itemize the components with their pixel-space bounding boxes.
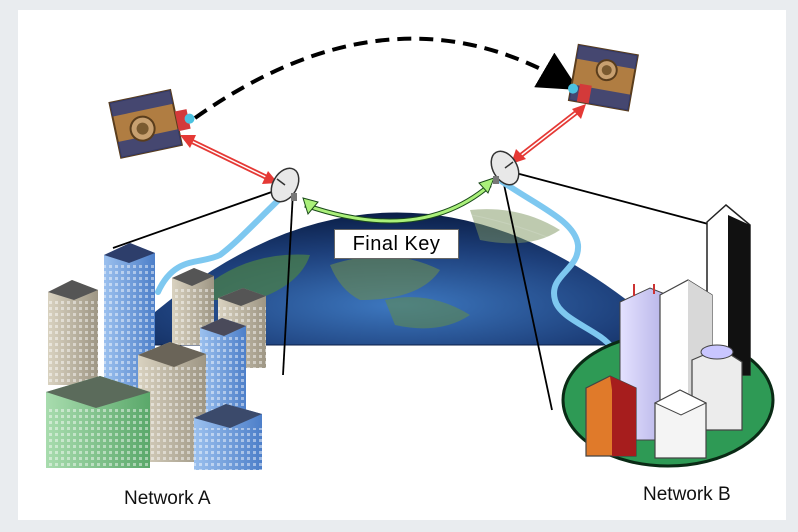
connector-lines — [112, 171, 713, 411]
fiber-paths — [155, 175, 615, 351]
ground-station-dish-icon — [490, 150, 520, 186]
building-icon — [706, 204, 751, 376]
laser-link-b — [511, 104, 586, 164]
satellite-icon — [108, 88, 195, 159]
final-key-text: Final Key — [352, 232, 441, 255]
ground-station-dish-icon — [270, 167, 300, 203]
building-icon — [194, 404, 262, 470]
network-b-label: Network B — [643, 484, 731, 505]
final-key-label: Final Key — [334, 229, 459, 259]
network-b-city — [561, 204, 775, 468]
satellite-orbit-arc — [193, 36, 579, 120]
building-icon — [48, 280, 98, 385]
satellite-icon — [567, 43, 639, 112]
building-icon — [585, 375, 637, 457]
building-icon — [653, 389, 708, 459]
building-icon — [46, 376, 150, 468]
final-key-arrow — [302, 177, 495, 224]
building-icon — [200, 318, 246, 420]
network-a-city — [46, 243, 266, 470]
network-a-label: Network A — [124, 488, 211, 509]
